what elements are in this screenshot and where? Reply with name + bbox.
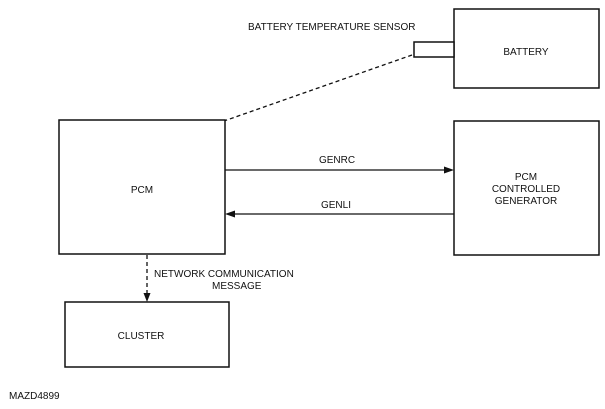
network-communication-label-line-1: NETWORK COMMUNICATION — [154, 269, 294, 280]
cluster-box — [64, 301, 230, 368]
battery-label: BATTERY — [503, 47, 549, 58]
genli-label: GENLI — [321, 200, 351, 211]
genli-signal: GENLI — [225, 200, 454, 218]
genrc-signal: GENRC — [225, 155, 454, 174]
generator-block: PCM CONTROLLED GENERATOR — [453, 120, 600, 256]
generator-label-line-3: GENERATOR — [495, 196, 557, 207]
sensor-signal-line — [223, 54, 413, 122]
pcm-label: PCM — [131, 185, 153, 196]
network-communication-arrowhead — [143, 293, 151, 302]
battery-temperature-sensor-label: BATTERY TEMPERATURE SENSOR — [248, 22, 415, 33]
battery-temperature-sensor — [413, 41, 455, 58]
genrc-arrowhead — [444, 166, 454, 174]
genli-arrowhead — [225, 210, 235, 218]
network-communication-signal: NETWORK COMMUNICATION MESSAGE — [143, 255, 294, 302]
battery-block: BATTERY — [453, 8, 600, 89]
battery-box — [453, 8, 600, 89]
generator-box — [453, 120, 600, 256]
cluster-block: CLUSTER — [64, 301, 230, 368]
genrc-label: GENRC — [319, 155, 355, 166]
network-communication-label-line-2: MESSAGE — [212, 281, 262, 292]
generator-label-line-1: PCM — [515, 172, 537, 183]
generator-label-line-2: CONTROLLED — [492, 184, 560, 195]
pcm-box — [58, 119, 226, 255]
cluster-label: CLUSTER — [118, 331, 165, 342]
pcm-block: PCM — [58, 119, 226, 255]
figure-id: MAZD4899 — [9, 391, 60, 402]
